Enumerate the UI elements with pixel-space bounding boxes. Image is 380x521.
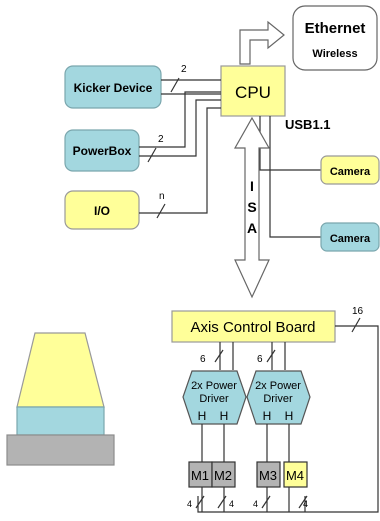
motor-m2-label: M2	[214, 468, 232, 483]
axis-connections	[197, 317, 379, 513]
power-driver-right-line2: Driver	[263, 393, 293, 405]
isa-bus-arrow	[233, 116, 271, 299]
bus-label-kicker: 2	[181, 64, 187, 75]
bus-label-motor-4: 4	[303, 499, 308, 509]
power-driver-right-port-2: H	[285, 409, 294, 423]
bus-label-motor-2: 4	[229, 499, 234, 509]
power-driver-left-line1: 2x Power	[191, 380, 237, 392]
isa-letter-s: S	[247, 199, 256, 215]
cpu-node: CPU	[220, 65, 286, 117]
power-driver-left: 2x Power Driver H H	[182, 370, 247, 425]
cpu-label: CPU	[235, 83, 271, 102]
powerbox-label: PowerBox	[73, 144, 132, 158]
motor-connections	[195, 424, 308, 512]
robot-illustration	[6, 332, 115, 466]
camera-label-bottom: Camera	[330, 233, 371, 245]
io-node: I/O	[64, 190, 140, 230]
bus-label-motor-1: 4	[187, 499, 192, 509]
bus-label-axis-cpu: 16	[352, 306, 364, 317]
bus-label-motor-3: 4	[253, 499, 258, 509]
camera-node-bottom: Camera	[320, 222, 380, 252]
camera-node-top: Camera	[320, 155, 380, 185]
robot-hood	[16, 332, 105, 408]
ethernet-label: Ethernet	[305, 20, 366, 37]
kicker-device-label: Kicker Device	[74, 81, 153, 95]
bus-label-driver-left: 6	[200, 354, 206, 365]
bus-label-io: n	[159, 191, 165, 202]
bus-label-powerbox: 2	[158, 134, 164, 145]
motor-m3: M3	[256, 461, 281, 488]
motor-m1-label: M1	[191, 468, 209, 483]
device-connections	[139, 79, 321, 238]
power-driver-left-port-1: H	[198, 409, 207, 423]
motor-m4-label: M4	[286, 468, 304, 483]
powerbox-node: PowerBox	[64, 129, 140, 172]
isa-letter-a: A	[247, 220, 257, 236]
power-driver-left-line2: Driver	[199, 393, 229, 405]
wireless-label: Wireless	[312, 48, 357, 60]
robot-base	[6, 434, 115, 466]
bus-ticks	[147, 77, 180, 219]
robot-body	[16, 406, 105, 436]
ethernet-node: Ethernet Wireless	[292, 5, 378, 71]
isa-letter-i: I	[250, 178, 254, 194]
power-driver-right-line1: 2x Power	[255, 380, 301, 392]
axis-control-board-label: Axis Control Board	[190, 319, 315, 336]
motor-m1: M1	[188, 461, 213, 488]
motor-m4: M4	[283, 461, 308, 488]
ethernet-arrow	[239, 20, 285, 65]
motor-m2: M2	[211, 461, 236, 488]
bus-label-driver-right: 6	[257, 354, 263, 365]
usb-label: USB1.1	[285, 117, 331, 132]
kicker-device-node: Kicker Device	[64, 65, 162, 109]
motor-m3-label: M3	[259, 468, 277, 483]
power-driver-right-port-1: H	[263, 409, 272, 423]
power-driver-right: 2x Power Driver H H	[246, 370, 311, 425]
power-driver-left-port-2: H	[220, 409, 229, 423]
camera-label-top: Camera	[330, 166, 371, 178]
io-label: I/O	[94, 204, 110, 218]
axis-control-board-node: Axis Control Board	[171, 310, 336, 343]
